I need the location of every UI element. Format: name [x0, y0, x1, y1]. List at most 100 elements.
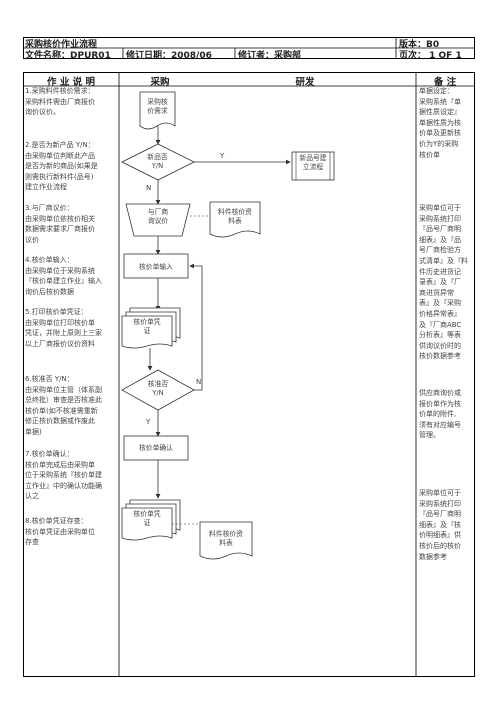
new-product-decision-label: 新品否 Y/N: [147, 153, 168, 170]
description-line: 位于采购系统『核价单建: [25, 471, 102, 480]
description-line: 由采购单位于采购系统: [25, 266, 95, 275]
price-data-report-2-label: 料件核价资 料表: [209, 530, 243, 547]
description-line: 数据需求要求厂商报价: [25, 225, 95, 234]
description-line: 2.是否为新产品 Y/N：: [25, 141, 95, 149]
description-line: 8.核价单凭证存查：: [25, 517, 88, 525]
file-name-label: 文件名称：DPUR01: [25, 51, 111, 61]
description-line: 是否为新的商品(如果是: [25, 162, 98, 171]
description-line: 7.核价单确认：: [25, 450, 74, 458]
description-line: 询价议价。: [25, 108, 60, 117]
note-line: 价格异常表』: [419, 309, 461, 318]
note-line: 数据参考: [419, 552, 447, 561]
revision-date-label: 修订日期：2008/06: [126, 51, 212, 61]
description-line: 采购料件需由厂商报价: [25, 97, 95, 106]
description-line: 修正核价数据或作废此: [25, 417, 95, 426]
column-header-notes: 备 注: [433, 77, 457, 88]
note-line: 供应商询价或: [419, 389, 461, 397]
purchase-requirement-document: [139, 91, 176, 130]
no-label-2: N: [196, 378, 201, 386]
main-table-grid: [23, 72, 475, 677]
description-line: 1.采购料件核价需求：: [25, 87, 95, 95]
note-line: 核价数据参考: [419, 352, 461, 361]
note-line: 单据设定：: [419, 87, 454, 95]
yes-label-2: Y: [145, 418, 151, 426]
note-line: 号厂商检验方: [419, 246, 461, 255]
description-line: 存查: [25, 538, 39, 547]
version-label: 版本：B0: [399, 40, 440, 50]
note-line: 须有对应编号: [419, 420, 461, 429]
price-voucher-label: 核价单凭 证: [133, 318, 161, 335]
description-item-3: 3.与厂商议价： 由采购单位依核价相关数据需求要求厂商报价议价: [25, 203, 95, 245]
description-line: 由采购单位依核价相关: [25, 214, 95, 223]
description-line: 建立作业流程: [25, 183, 67, 192]
reviser-label: 修订者：采购部: [238, 51, 302, 61]
note-line: 采购单位可于: [419, 204, 461, 212]
new-item-process-label: 新品号建 立流程: [299, 154, 327, 171]
note-line: 采购系统打印: [419, 214, 461, 223]
flow-arrow-no-loop: [189, 263, 203, 391]
header-grid: [23, 37, 475, 59]
price-input-label: 核价单输入: [139, 263, 173, 271]
note-line: 商进货异常: [419, 288, 454, 297]
note-line: 供询议价时的: [419, 341, 461, 350]
note-line: 单据性质为核: [419, 118, 461, 127]
description-line: 总终批）审查是否核准此: [25, 396, 102, 405]
flowchart: Y N N Y: [121, 91, 335, 560]
note-line: 核价单: [419, 150, 440, 159]
new-item-process-box: [291, 151, 335, 181]
price-confirm-label: 核价单确认: [139, 444, 173, 452]
note-line: 『品号厂商明: [419, 510, 461, 519]
note-line: 采购系统打印: [419, 499, 461, 508]
description-item-2: 2.是否为新产品 Y/N： 由采购单位判断此产品是否为新的商品(如果是则需执行新料…: [25, 140, 98, 193]
description-line: 4.核价单输入：: [25, 256, 74, 264]
description-line: 议价: [25, 235, 39, 244]
description-line: 5.打印核价单凭证：: [25, 308, 88, 316]
description-item-4: 4.核价单输入： 由采购单位于采购系统『核价单建立作业』输入询价后核价数据: [25, 255, 102, 297]
note-line: 式清单』及『料: [419, 256, 468, 265]
description-line: 立作业』中的确认功能确: [25, 481, 102, 490]
no-label-1: N: [146, 184, 151, 192]
note-line: 录表』及『厂: [419, 278, 461, 287]
description-line: 核价单完成后由采购单: [25, 460, 95, 469]
note-line: 细表』及『品: [419, 235, 461, 244]
note-block-2: 采购单位可于采购系统打印『品号厂商明细表』及『品号厂商检验方式清单』及『料件历史…: [419, 203, 468, 362]
note-line: 及『厂商ABC: [419, 320, 462, 329]
description-line: 单据): [25, 427, 42, 436]
header-block: 采购核价作业流程 版本：B0 文件名称：DPUR01 修订日期：2008/06 …: [23, 37, 475, 61]
description-line: 『核价单建立作业』输入: [25, 277, 102, 286]
price-voucher-documents: [121, 307, 181, 349]
note-block-4: 采购单位可于采购系统打印『品号厂商明细表』及『核价明细表』供核价后的核价数据参考: [419, 488, 461, 562]
note-line: 价明细表』供: [419, 531, 461, 540]
description-line: 凭证，并附上原则上三家: [25, 329, 102, 338]
description-line: 核价单凭证由采购单位: [25, 527, 95, 536]
price-voucher-archive-documents: [121, 499, 181, 541]
description-item-5: 5.打印核价单凭证：由采购单位打印核价单凭证，并附上原则上三家以上厂商报价议价资…: [25, 307, 102, 349]
description-line: 询价后核价数据: [25, 287, 74, 296]
note-line: 管理。: [419, 431, 440, 440]
note-line: 据性质设定』: [419, 108, 461, 117]
price-data-report-document: [209, 201, 261, 238]
note-block-1: 单据设定：采购系统『单据性质设定』单据性质为核价单及更新核价为Y的采购核价单: [419, 86, 461, 160]
yes-label-1: Y: [219, 152, 225, 160]
note-line: 价为Y的采购: [419, 139, 459, 148]
description-line: 以上厂商报价议价资料: [25, 339, 95, 348]
note-line: 采购单位可于: [419, 489, 461, 497]
note-line: 表』及『采购: [419, 299, 461, 308]
price-input-step: [123, 253, 189, 279]
column-header-rnd: 研发: [295, 77, 315, 88]
price-voucher-archive-label: 核价单凭 证: [133, 510, 161, 527]
note-line: 分析表』等表: [419, 331, 461, 340]
note-line: 『品号厂商明: [419, 225, 461, 234]
note-line: 细表』及『核: [419, 520, 461, 529]
price-data-report-document-2: [199, 521, 253, 560]
description-line: 则需执行新料件(品号): [25, 172, 94, 181]
description-line: 3.与厂商议价：: [25, 204, 74, 212]
description-item-8: 8.核价单凭证存查： 核价单凭证由采购单位存查: [25, 516, 95, 548]
note-line: 报价单作为核: [419, 399, 461, 408]
column-header-description: 作 业 说 明: [47, 77, 95, 88]
description-line: 由采购单位判断此产品: [25, 151, 95, 160]
column-header-purchasing: 采购: [150, 77, 170, 88]
note-block-3: 供应商询价或报价单作为核价单的附件,须有对应编号管理。: [419, 388, 461, 441]
price-confirm-step: [123, 435, 189, 461]
start-label: 采购核 价需求: [147, 98, 168, 115]
